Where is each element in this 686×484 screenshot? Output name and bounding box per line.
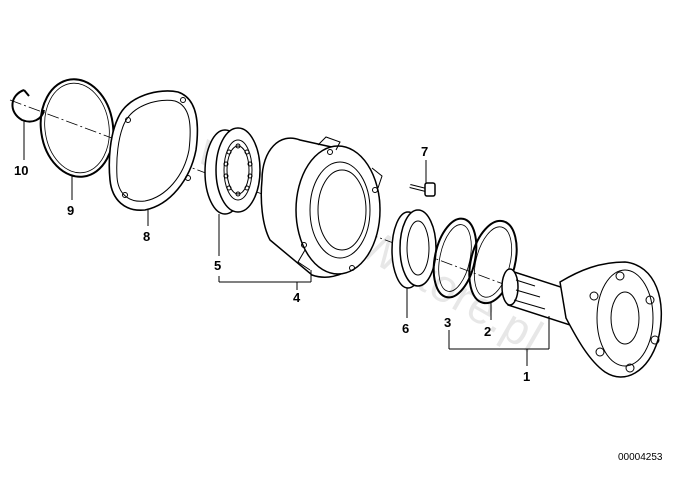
callout-3: 3: [444, 315, 451, 330]
part-2-shim-ring: [468, 219, 518, 305]
part-10-circlip: [11, 89, 45, 123]
callout-4: 4: [293, 290, 301, 305]
callout-2: 2: [484, 324, 491, 339]
callout-6: 6: [402, 321, 409, 336]
part-1-flange-shaft: [501, 261, 662, 378]
part-9-o-ring: [39, 78, 115, 178]
part-8-gasket: [108, 90, 199, 211]
reference-number: 00004253: [618, 452, 663, 463]
part-6-seal: [391, 209, 437, 289]
callout-7: 7: [421, 144, 428, 159]
callout-9: 9: [67, 203, 74, 218]
part-4-housing: [260, 136, 383, 278]
callout-1: 1: [523, 369, 530, 384]
part-5-bearing: [204, 127, 261, 215]
callout-8: 8: [143, 229, 150, 244]
leader-lines: [23, 120, 550, 366]
part-7-bolt: [409, 182, 436, 197]
callout-5: 5: [214, 258, 221, 273]
callout-10: 10: [14, 163, 28, 178]
